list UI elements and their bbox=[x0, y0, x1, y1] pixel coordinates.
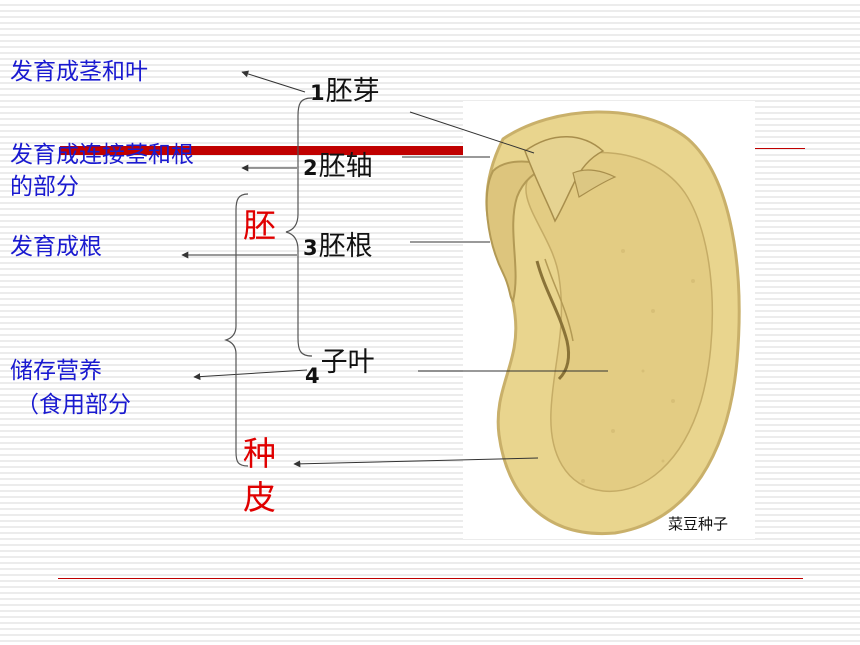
seed-figure: 菜豆种子 bbox=[463, 101, 755, 539]
function-hypocotyl-line1: 发育成连接茎和根 bbox=[10, 142, 194, 168]
group-seed-coat-line1: 种 bbox=[243, 434, 276, 473]
part-plumule-label: 1胚芽 bbox=[310, 77, 380, 108]
part-number: 2 bbox=[303, 156, 318, 180]
part-number: 1 bbox=[310, 81, 325, 105]
function-cotyledon-line2: （食用部分 bbox=[16, 392, 131, 418]
function-hypocotyl-line2: 的部分 bbox=[10, 174, 79, 200]
part-radicle-label: 3胚根 bbox=[303, 232, 373, 263]
bean-seed-illustration bbox=[485, 110, 741, 536]
function-plumule: 发育成茎和叶 bbox=[10, 59, 148, 85]
part-hypocotyl-label: 2胚轴 bbox=[303, 152, 373, 183]
seed-brace bbox=[224, 193, 249, 467]
function-radicle: 发育成根 bbox=[10, 234, 102, 260]
part-name: 胚根 bbox=[318, 231, 373, 262]
part-name: 胚轴 bbox=[318, 151, 373, 182]
arrow-cotyledon bbox=[193, 369, 308, 381]
part-name: 胚芽 bbox=[325, 76, 380, 107]
figure-caption: 菜豆种子 bbox=[668, 515, 729, 533]
arrow-seed-coat bbox=[293, 457, 539, 468]
leader-plumule bbox=[409, 111, 535, 154]
part-number: 4 bbox=[305, 364, 320, 388]
embryo-brace bbox=[285, 97, 313, 357]
accent-rule-top-right bbox=[755, 148, 805, 149]
arrow-plumule bbox=[241, 70, 306, 93]
part-cotyledon-label: 4子叶 bbox=[305, 347, 375, 389]
bottom-rule bbox=[58, 578, 803, 579]
function-cotyledon-line1: 储存营养 bbox=[10, 358, 102, 384]
group-seed-coat-line2: 皮 bbox=[243, 478, 276, 517]
group-embryo: 胚 bbox=[243, 206, 276, 245]
part-number: 3 bbox=[303, 236, 318, 260]
accent-bar bbox=[60, 146, 465, 155]
part-name: 子叶 bbox=[320, 347, 375, 378]
